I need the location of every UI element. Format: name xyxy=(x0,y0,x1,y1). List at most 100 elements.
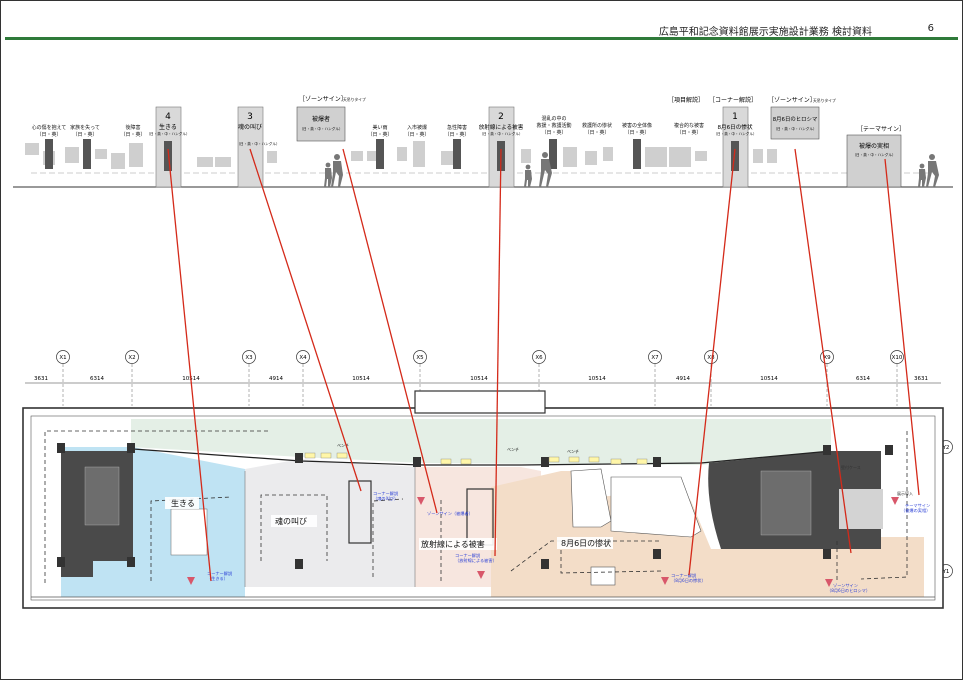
structural-columns xyxy=(57,443,893,569)
dimension-label: 6314 xyxy=(856,376,870,382)
dimension-label: 4914 xyxy=(676,376,690,382)
elev-item-7: 混乱の中の xyxy=(541,115,566,122)
grid-axis-x7 xyxy=(648,350,662,364)
zone-lang-1: （日・英・中・ハングル） xyxy=(299,126,342,131)
grid-axis-label: X3 xyxy=(245,355,253,361)
grid-axis-label: X8 xyxy=(707,355,715,361)
grid-axis-label: X7 xyxy=(651,355,659,361)
sheet-title: 広島平和記念資料館展示実施設計業務 検討資料 xyxy=(658,27,872,38)
tag-item-commentary: ［項目解説］ xyxy=(668,96,704,104)
callout-corner-soul-sub: （魂の叫び） xyxy=(373,495,398,502)
people-silhouettes xyxy=(324,152,939,187)
grid-axis-label: X9 xyxy=(823,355,831,361)
elev-item-10-sub: （日・英） xyxy=(624,129,649,136)
zone-sign-hiroshima: ［ゾーンサイン］ 天吊りタイプ 8月6日のヒロシマ （日・英・中・ハングル） xyxy=(768,97,836,140)
grid-axis-x5 xyxy=(413,350,427,364)
grid-axis-x10 xyxy=(890,350,904,364)
elev-item-4: 美い雨 xyxy=(372,124,387,131)
elev-item-4-sub: （日・英） xyxy=(367,131,392,138)
elev-item-6-sub: （日・英） xyxy=(444,131,469,138)
corner-lang-1: （日・英・中・ハングル） xyxy=(713,131,756,136)
zone-title-1: 被爆者 xyxy=(312,115,330,123)
grid-axis-x4 xyxy=(296,350,310,364)
callout-corner-rad-sub: （放射線による被害） xyxy=(455,557,497,564)
theme-lang: （日・英・中・ハングル） xyxy=(852,152,895,157)
theme-sign: ［テーマサイン］ 被爆の実相 （日・英・中・ハングル） xyxy=(846,126,905,188)
elev-item-3-sub: （日・英） xyxy=(120,131,145,138)
zone-soul-title: 魂の叫び xyxy=(275,516,307,526)
grid-axis-label: X5 xyxy=(416,355,424,361)
zone-type-2: 天吊りタイプ xyxy=(813,98,836,103)
callout-corner-live: コーナー解説 xyxy=(207,570,232,577)
grid-axis-x1 xyxy=(56,350,70,364)
dimension-label: 3631 xyxy=(914,376,928,382)
bench-label-3: ベンチ xyxy=(567,449,579,454)
theme-tag: ［テーマサイン］ xyxy=(857,126,905,133)
benches xyxy=(304,452,648,465)
callout-corner-aug6: コーナー解説 xyxy=(671,572,696,579)
bench-label-1: ベンチ xyxy=(337,443,349,448)
callout-corner-aug6-sub: （8月6日の惨状） xyxy=(671,577,706,584)
theme-title: 被爆の実相 xyxy=(859,142,889,150)
grid-axis-x2 xyxy=(125,350,139,364)
elevation-view: 心の傷を抱えて （日・英） 家族を失って （日・英） 後障害 （日・英） 美い雨… xyxy=(13,96,953,188)
bench-label-2: ベンチ xyxy=(507,447,519,452)
corner-title-3: 魂の叫び xyxy=(238,123,262,131)
dimension-label: 4914 xyxy=(269,376,283,382)
zone-live-title: 生きる xyxy=(171,498,195,508)
elev-item-9-sub: （日・英） xyxy=(584,129,609,136)
grid-axis-label: X1 xyxy=(59,355,66,361)
grid-axis-x8 xyxy=(704,350,718,364)
elev-item-5: 入市被爆 xyxy=(407,124,427,131)
zone-title-2: 8月6日のヒロシマ xyxy=(773,116,818,123)
elev-item-8: 救援・救護活動 xyxy=(536,122,571,129)
zone-aug6-title: 8月6日の惨状 xyxy=(561,538,611,548)
callout-corner-rad: コーナー解説 xyxy=(455,552,480,559)
elev-item-11-sub: （日・英） xyxy=(676,129,701,136)
elev-item-5-sub: （日・英） xyxy=(404,131,429,138)
panel-graphics xyxy=(25,141,777,169)
zone-tag-2: ［ゾーンサイン］ xyxy=(768,97,816,104)
callout-theme-sub: （被爆の実相） xyxy=(901,507,930,514)
elev-item-3: 後障害 xyxy=(125,124,140,131)
corner-title-2: 放射線による被害 xyxy=(479,123,524,131)
callout-theme: テーマサイン xyxy=(905,503,930,509)
dimension-label: 6314 xyxy=(90,376,104,382)
elev-item-8-sub: （日・英） xyxy=(541,129,566,136)
corner-lang-3: （日・英・中・ハングル） xyxy=(236,141,279,146)
grid-axis-label: X10 xyxy=(892,355,903,361)
callout-zone-hiroshima-sub: （8月6日のヒロシマ） xyxy=(827,588,870,594)
elev-item-1-sub: （日・英） xyxy=(36,131,61,138)
label-exhibit-intro: 展示導入 xyxy=(897,490,913,496)
header-rule xyxy=(5,37,958,40)
dimension-label: 10514 xyxy=(760,376,778,382)
corner-title-1: 8月6日の惨状 xyxy=(717,123,752,131)
elev-item-1: 心の傷を抱えて xyxy=(32,124,67,131)
dimension-label: 10514 xyxy=(588,376,606,382)
page-number: 6 xyxy=(927,23,934,34)
corner-num-4: 4 xyxy=(165,112,171,122)
callout-zone-hibakusha: ゾーンサイン（被爆者） xyxy=(427,510,473,517)
row-axis-label: Y1 xyxy=(942,569,950,575)
elev-item-11: 複合的な被害 xyxy=(674,122,704,129)
corner-lang-2: （日・英・中・ハングル） xyxy=(479,131,522,136)
sign-markers xyxy=(187,497,899,587)
zone-radiation-title: 放射線による被害 xyxy=(421,539,485,549)
grid-axis-x3 xyxy=(242,350,256,364)
elev-item-2: 家族を失って xyxy=(70,124,100,131)
elev-item-9: 救護所の惨状 xyxy=(582,122,612,129)
corner-title-4: 生きる xyxy=(159,123,177,131)
elev-item-10: 被害の全体像 xyxy=(622,122,652,129)
corner-sign-3: 3 魂の叫び （日・英・中・ハングル） xyxy=(236,106,280,188)
elev-item-2-sub: （日・英） xyxy=(72,131,97,138)
callout-corner-live-sub: （生きる） xyxy=(207,575,228,581)
corner-num-2: 2 xyxy=(498,112,504,122)
corner-num-1: 1 xyxy=(732,112,738,122)
elev-item-6: 急性障害 xyxy=(447,124,467,131)
grid-axis-label: X6 xyxy=(535,355,543,361)
corner-sign-1: 1 8月6日の惨状 （日・英・中・ハングル） xyxy=(713,106,757,188)
corner-sign-4: 4 生きる （日・英・中・ハングル） xyxy=(146,106,190,188)
zone-type-1: 天吊りタイプ xyxy=(343,97,366,102)
